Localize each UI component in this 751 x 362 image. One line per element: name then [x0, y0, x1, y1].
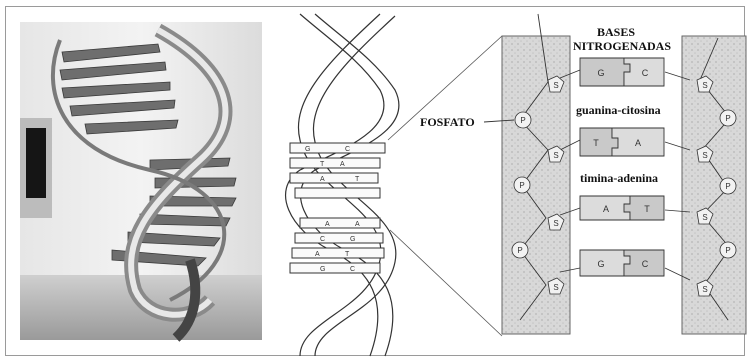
gc-pair-label: guanina-citosina [576, 104, 661, 116]
ta-pair-label: timina-adenina [580, 172, 658, 184]
